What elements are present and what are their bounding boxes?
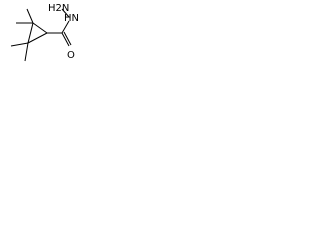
carbonyl-to-n-bond [61, 20, 70, 34]
structure-canvas: H2N HN O [0, 0, 85, 72]
ring-bond-bottom [27, 32, 48, 44]
label-hn: HN [64, 13, 79, 24]
label-h2n: H2N [48, 3, 69, 14]
methyl-bond-3 [10, 42, 29, 47]
ring-bond-left [27, 22, 34, 44]
label-h2n-h: H2N [48, 3, 69, 14]
methyl-bond-1 [26, 8, 34, 24]
methyl-bond-4 [24, 42, 29, 62]
chemical-structure: H2N HN O [10, 3, 79, 62]
carbonyl-bond-a [61, 32, 70, 47]
ring-bond-top [32, 22, 48, 34]
n-n-bond [61, 8, 70, 18]
label-hn-text: HN [64, 13, 79, 24]
carbonyl-bond-b [63, 31, 72, 46]
label-o: O [67, 50, 75, 61]
